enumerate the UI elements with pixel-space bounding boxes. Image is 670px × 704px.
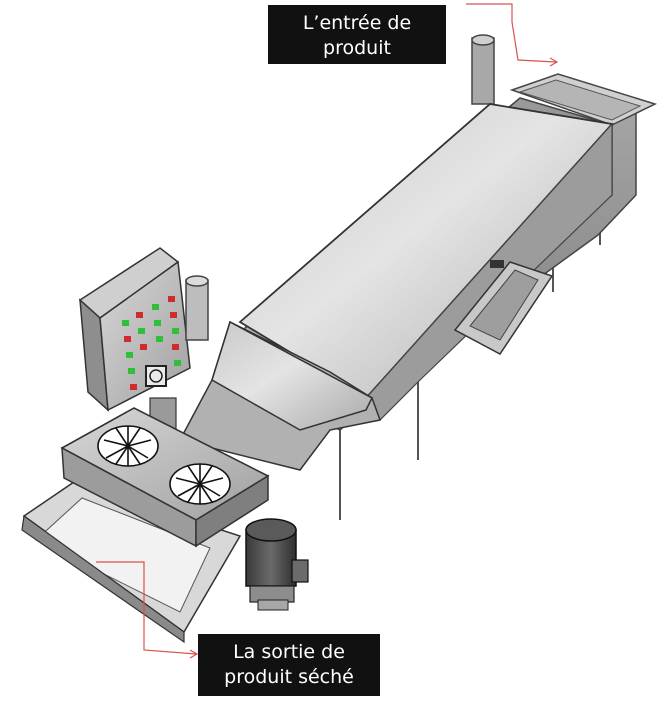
inlet-label-line2: produit [323,37,391,59]
fan-box [60,407,270,548]
leader-line-outlet [96,561,199,659]
leader-line-inlet [466,3,559,67]
vent-pipe [185,275,209,341]
indicator-lights [122,296,181,390]
drive-motor [245,518,309,611]
gauge-dial [145,365,167,387]
outlet-label-line1: La sortie de [233,641,345,663]
exhaust-chimney [471,34,495,105]
fan-icon [97,425,159,467]
inlet-callout: L’entrée de produit [268,5,446,64]
outlet-callout: La sortie de produit séché [198,634,380,696]
inlet-label-line1: L’entrée de [302,12,412,34]
control-cabinet [78,247,191,431]
outlet-label-line2: produit séché [224,666,354,688]
fan-icon [169,463,231,505]
side-chute [453,261,554,355]
